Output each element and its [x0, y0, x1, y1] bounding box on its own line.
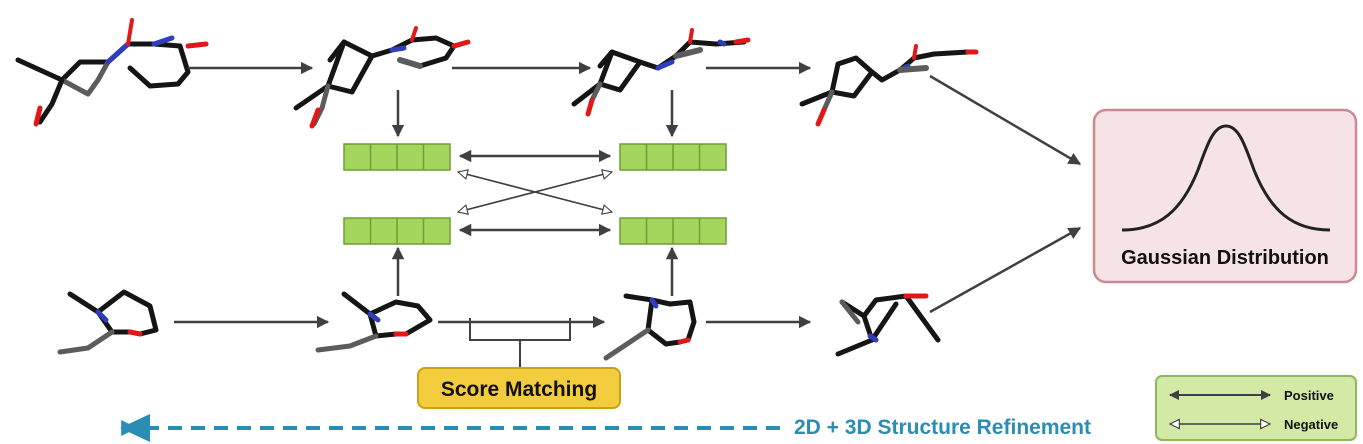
score-matching-label: Score Matching [441, 378, 597, 401]
contrastive-arrows [458, 149, 612, 237]
embedding-bottom-left [343, 217, 451, 245]
gaussian-label: Gaussian Distribution [1121, 247, 1329, 269]
negative-arrow-cross-2 [458, 172, 612, 212]
score-matching-box [417, 367, 621, 409]
gaussian-curve-icon [1121, 124, 1331, 232]
arrow-to-gaussian-top [929, 74, 1082, 166]
bottom-molecule-1 [57, 289, 159, 355]
bottom-molecule-4 [835, 293, 941, 357]
top-molecule-2 [293, 26, 471, 129]
bottom-molecule-3 [603, 293, 697, 361]
score-matching-bracket [469, 318, 571, 370]
legend-positive-label: Positive [1284, 388, 1334, 403]
top-molecule-4 [799, 44, 979, 127]
flow-arrows [174, 61, 1082, 329]
top-molecule-1 [15, 18, 209, 127]
embedding-top-right [619, 143, 727, 171]
embedding-top-left [343, 143, 451, 171]
embedding-bottom-right [619, 217, 727, 245]
refinement-arrowhead-icon [120, 414, 150, 442]
top-molecule-3 [571, 28, 751, 117]
gaussian-box [1092, 108, 1358, 284]
legend-negative-label: Negative [1284, 417, 1338, 432]
refinement-label: 2D + 3D Structure Refinement [794, 416, 1091, 439]
arrow-to-gaussian-bottom [929, 226, 1082, 314]
bottom-molecule-2 [315, 291, 433, 353]
